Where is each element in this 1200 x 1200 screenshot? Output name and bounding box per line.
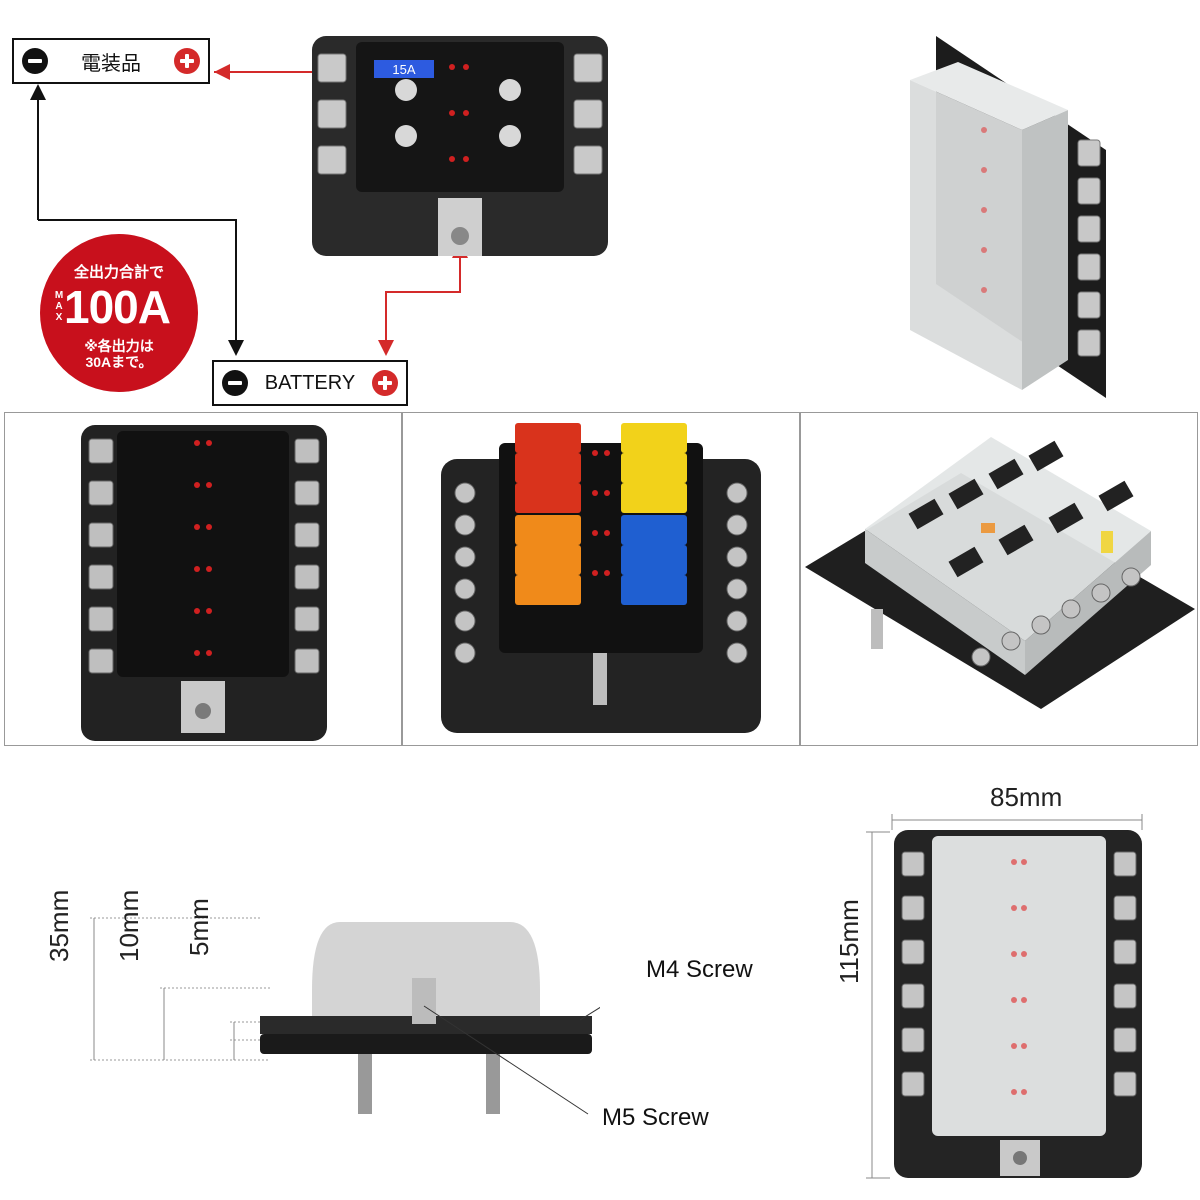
minus-icon (22, 48, 48, 74)
plus-icon (174, 48, 200, 74)
badge-line1: 全出力合計で (73, 264, 164, 281)
fuse-block-with-fuses-image (441, 423, 761, 733)
fuse-block-covered-angle-image (805, 437, 1195, 709)
photo-panel-fuses-installed (402, 412, 800, 746)
badge-note-line2: 30Aまで。 (85, 354, 153, 370)
battery-label-box: BATTERY (212, 360, 408, 406)
accessory-label-box: 電装品 (12, 38, 210, 84)
height-10-dim: 10mm (114, 889, 144, 962)
orange-fuses (515, 515, 581, 605)
fuse-rating: 15A (392, 62, 415, 77)
max-current-badge: 全出力合計で MAX 100A ※各出力は 30Aまで。 (40, 234, 198, 392)
fuse-block-top-view-image (81, 425, 327, 741)
blue-fuses (621, 515, 687, 605)
covered-block-perspective-image (910, 36, 1106, 398)
side-dimension-diagram (90, 917, 600, 1115)
yellow-fuses (621, 423, 687, 513)
height-5-dim: 5mm (184, 898, 214, 956)
total-height-dim: 35mm (44, 889, 74, 962)
badge-max: MAX (54, 290, 64, 323)
battery-label: BATTERY (264, 371, 356, 394)
top-dimension-diagram (866, 814, 1143, 1179)
plus-icon (372, 370, 398, 396)
width-dim: 85mm (990, 782, 1063, 812)
photo-panel-covered (800, 412, 1198, 746)
m4-screw-label: M4 Screw (646, 956, 753, 983)
badge-note-line1: ※各出力は (84, 338, 154, 354)
six-way-fuse-block: 15A (312, 36, 608, 256)
badge-note: ※各出力は 30Aまで。 (40, 338, 198, 370)
badge-value: 100A (64, 281, 171, 333)
m5-screw-label: M5 Screw (602, 1104, 709, 1131)
accessory-label: 電装品 (81, 52, 141, 75)
photo-panel-top-view (4, 412, 402, 746)
minus-icon (222, 370, 248, 396)
red-fuses (515, 423, 581, 513)
